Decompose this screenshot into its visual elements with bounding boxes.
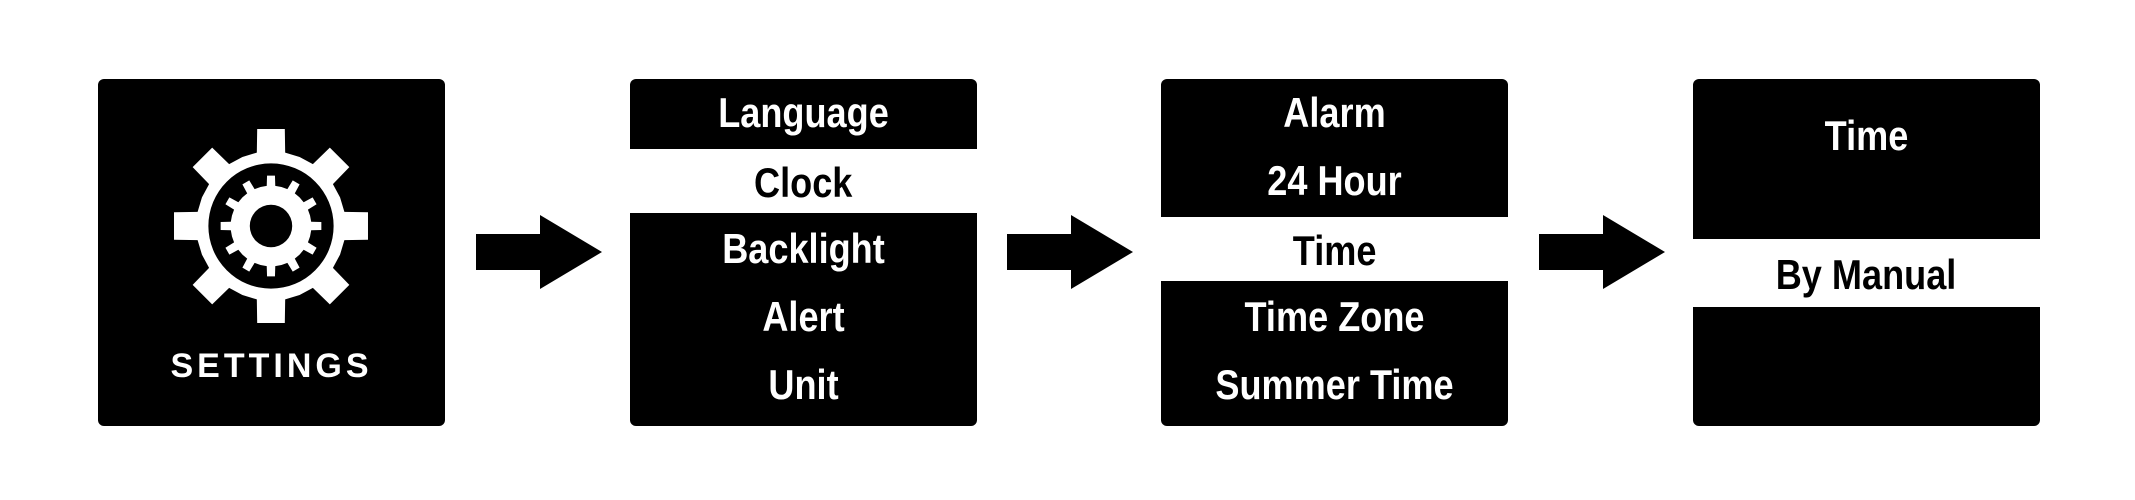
menu-item-unit[interactable]: Unit	[768, 361, 839, 408]
menu-item-time[interactable]: Time	[1161, 215, 1508, 283]
menu-item-time-zone[interactable]: Time Zone	[1244, 293, 1425, 340]
menu-item-language[interactable]: Language	[718, 89, 889, 136]
right-arrow-icon	[476, 215, 602, 289]
gear-icon	[174, 129, 368, 323]
right-arrow-icon	[1539, 215, 1665, 289]
by-manual-option[interactable]: By Manual	[1693, 237, 2040, 309]
menu-item-alert[interactable]: Alert	[762, 293, 845, 340]
time-setting-panel: Time By Manual	[1693, 79, 2040, 426]
menu-item-summer-time[interactable]: Summer Time	[1215, 361, 1454, 408]
main-menu-panel: Language Clock Backlight Alert Unit	[630, 79, 977, 426]
menu-item-clock[interactable]: Clock	[630, 147, 977, 215]
settings-label: SETTINGS	[170, 347, 373, 385]
settings-panel[interactable]: SETTINGS	[98, 79, 445, 426]
menu-item-alarm[interactable]: Alarm	[1283, 89, 1386, 136]
menu-item-24-hour[interactable]: 24 Hour	[1267, 157, 1402, 204]
menu-item-backlight[interactable]: Backlight	[722, 225, 885, 272]
clock-menu-panel: Alarm 24 Hour Time Time Zone Summer Time	[1161, 79, 1508, 426]
time-title: Time	[1824, 112, 1909, 159]
right-arrow-icon	[1007, 215, 1133, 289]
